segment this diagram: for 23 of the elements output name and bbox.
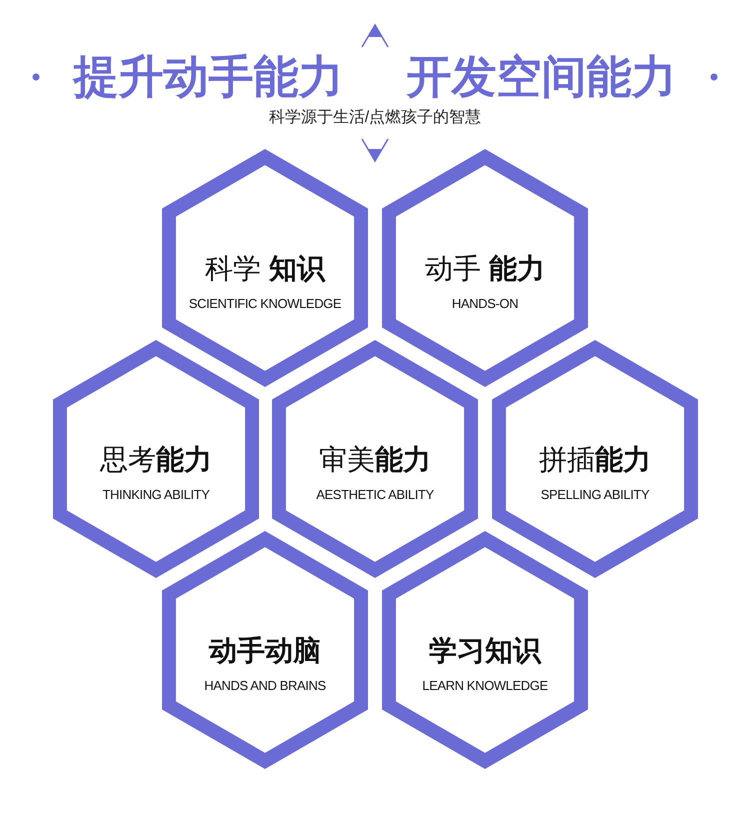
skill-title: 审美能力	[319, 443, 431, 477]
skill-subtitle: SPELLING ABILITY	[540, 486, 650, 503]
title: 提升动手能力 开发空间能力	[73, 51, 677, 104]
hexagon-tile	[382, 149, 588, 387]
skill-subtitle: THINKING ABILITY	[102, 486, 210, 503]
skill-subtitle: AESTHETIC ABILITY	[316, 486, 434, 503]
hexagon-tile	[162, 531, 368, 769]
skill-subtitle: LEARN KNOWLEDGE	[422, 677, 548, 694]
skill-subtitle: SCIENTIFIC KNOWLEDGE	[188, 295, 342, 312]
hexagon-tile	[53, 340, 259, 578]
skill-subtitle: HANDS AND BRAINS	[204, 677, 326, 694]
skill-title: 学习知识	[429, 634, 541, 668]
skill-title: 动手 能力	[425, 252, 545, 286]
skill-title: 拼插能力	[539, 443, 651, 477]
skill-title: 动手动脑	[209, 634, 321, 668]
hexagon-tile	[272, 340, 478, 578]
hexagon-tile	[162, 149, 368, 387]
skill-title: 科学 知识	[205, 252, 325, 286]
skill-subtitle: HANDS-ON	[452, 295, 518, 312]
hexagon-tile	[382, 531, 588, 769]
skill-title: 思考能力	[100, 443, 212, 477]
hexagon-tile	[492, 340, 698, 578]
subtitle: 科学源于生活/点燃孩子的智慧	[268, 108, 482, 128]
